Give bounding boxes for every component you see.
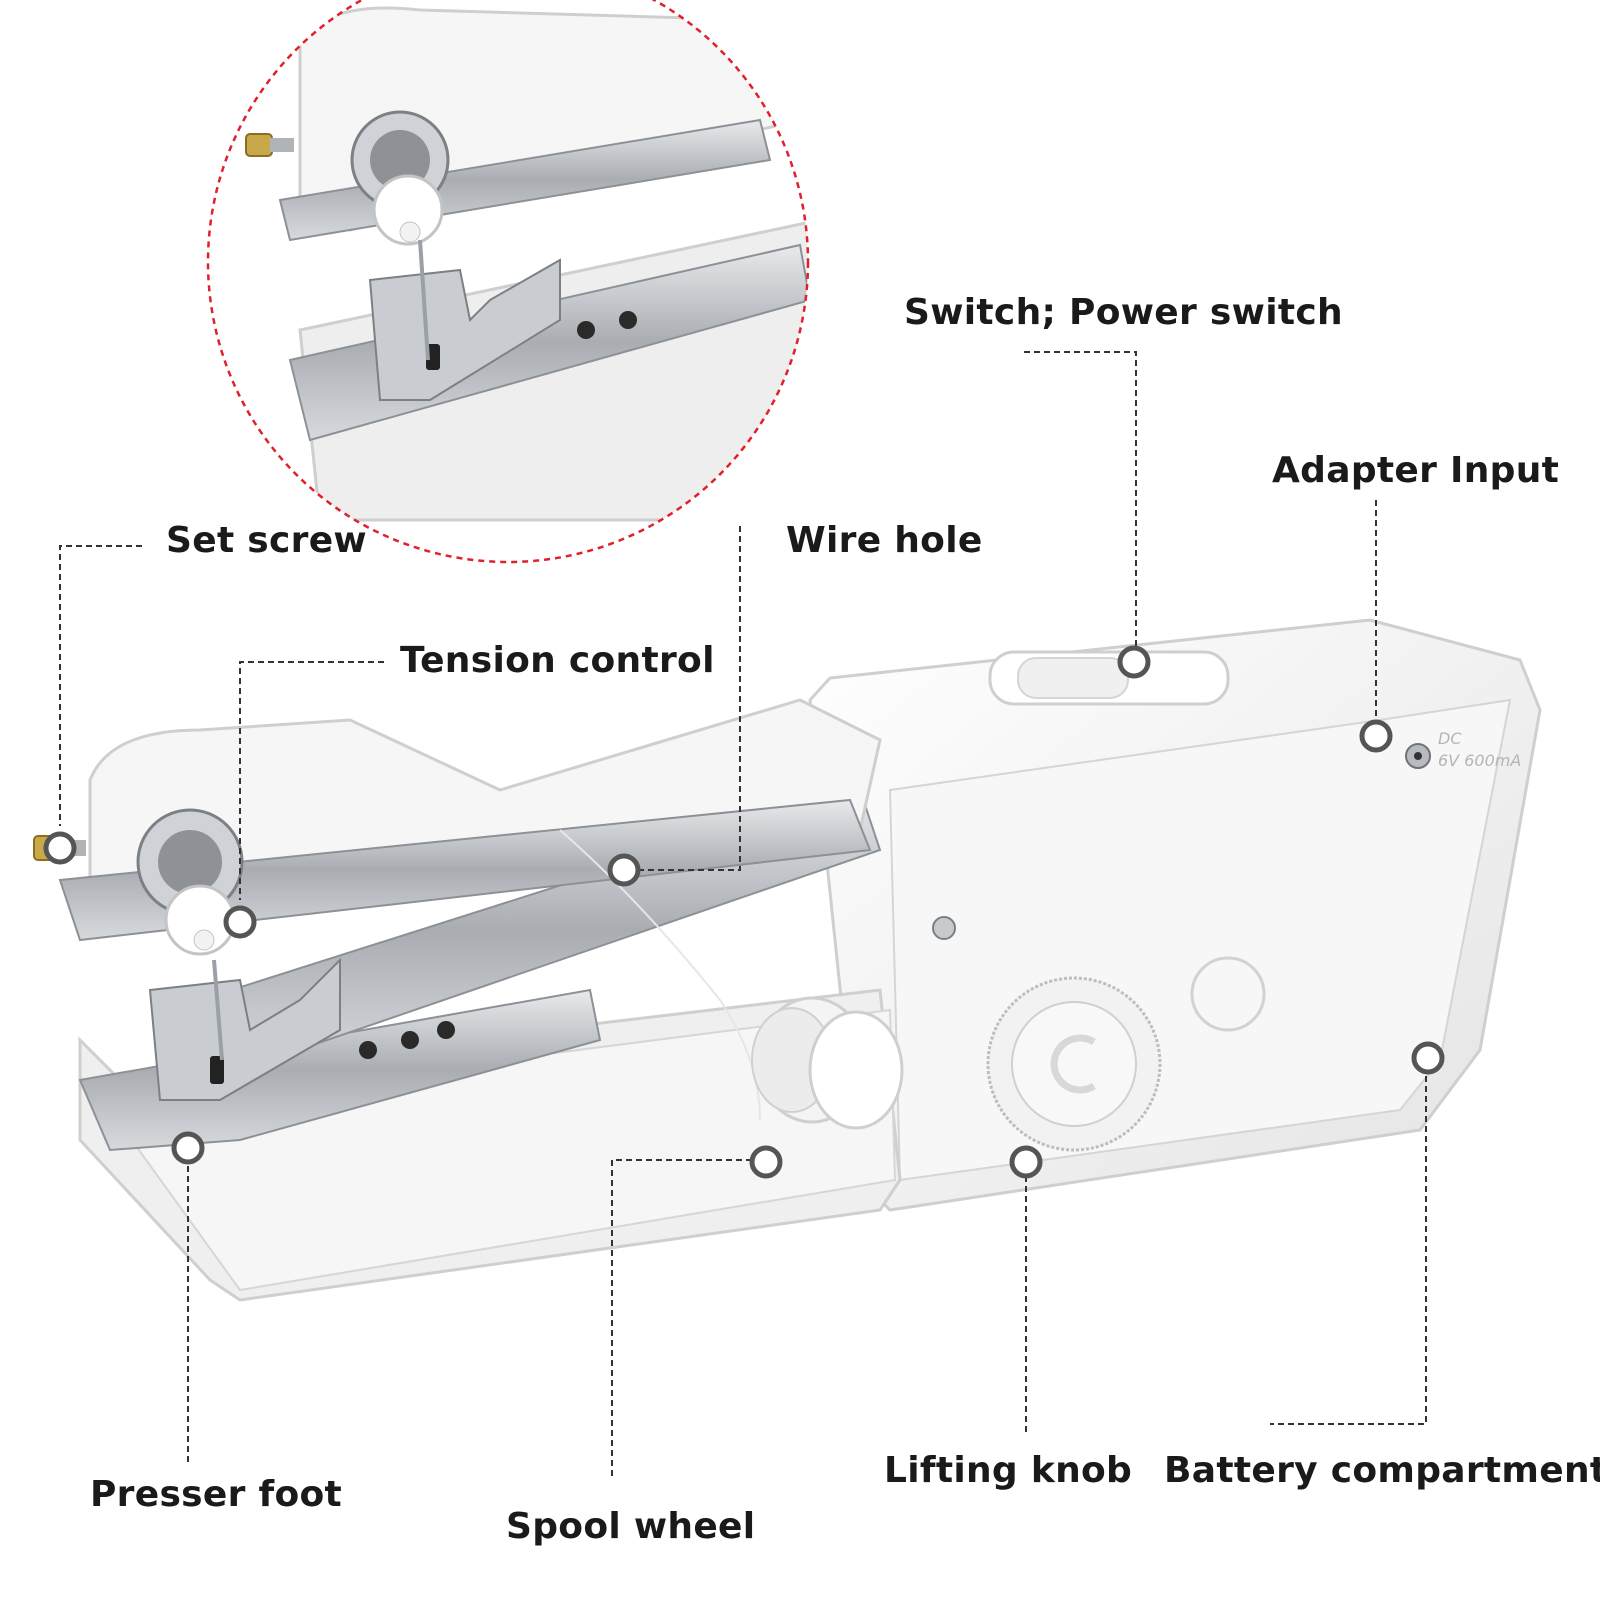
marker-wire-hole xyxy=(610,856,638,884)
marker-tension-control xyxy=(226,908,254,936)
label-battery-compartment: Battery compartment xyxy=(1164,1450,1600,1491)
zoom-inset xyxy=(200,0,820,562)
label-lifting-knob: Lifting knob xyxy=(884,1450,1132,1491)
marker-switch xyxy=(1120,648,1148,676)
marker-battery-compartment xyxy=(1414,1044,1442,1072)
sewing-machine: DC 6V 600mA xyxy=(34,620,1540,1300)
label-power-switch: Switch; Power switch xyxy=(904,292,1343,333)
marker-set-screw xyxy=(46,834,74,862)
label-spool-wheel: Spool wheel xyxy=(506,1506,755,1547)
label-wire-hole: Wire hole xyxy=(786,520,983,561)
label-presser-foot: Presser foot xyxy=(90,1474,342,1515)
marker-spool-wheel xyxy=(752,1148,780,1176)
marker-presser-foot xyxy=(174,1134,202,1162)
label-tension-control: Tension control xyxy=(400,640,715,681)
label-set-screw: Set screw xyxy=(166,520,367,561)
label-adapter-input: Adapter Input xyxy=(1272,450,1559,491)
leader-switch xyxy=(1024,352,1136,648)
marker-lifting-knob xyxy=(1012,1148,1040,1176)
marking-dc: DC xyxy=(1438,729,1462,748)
marking-rating: 6V 600mA xyxy=(1438,751,1521,770)
marker-adapter-input xyxy=(1362,722,1390,750)
